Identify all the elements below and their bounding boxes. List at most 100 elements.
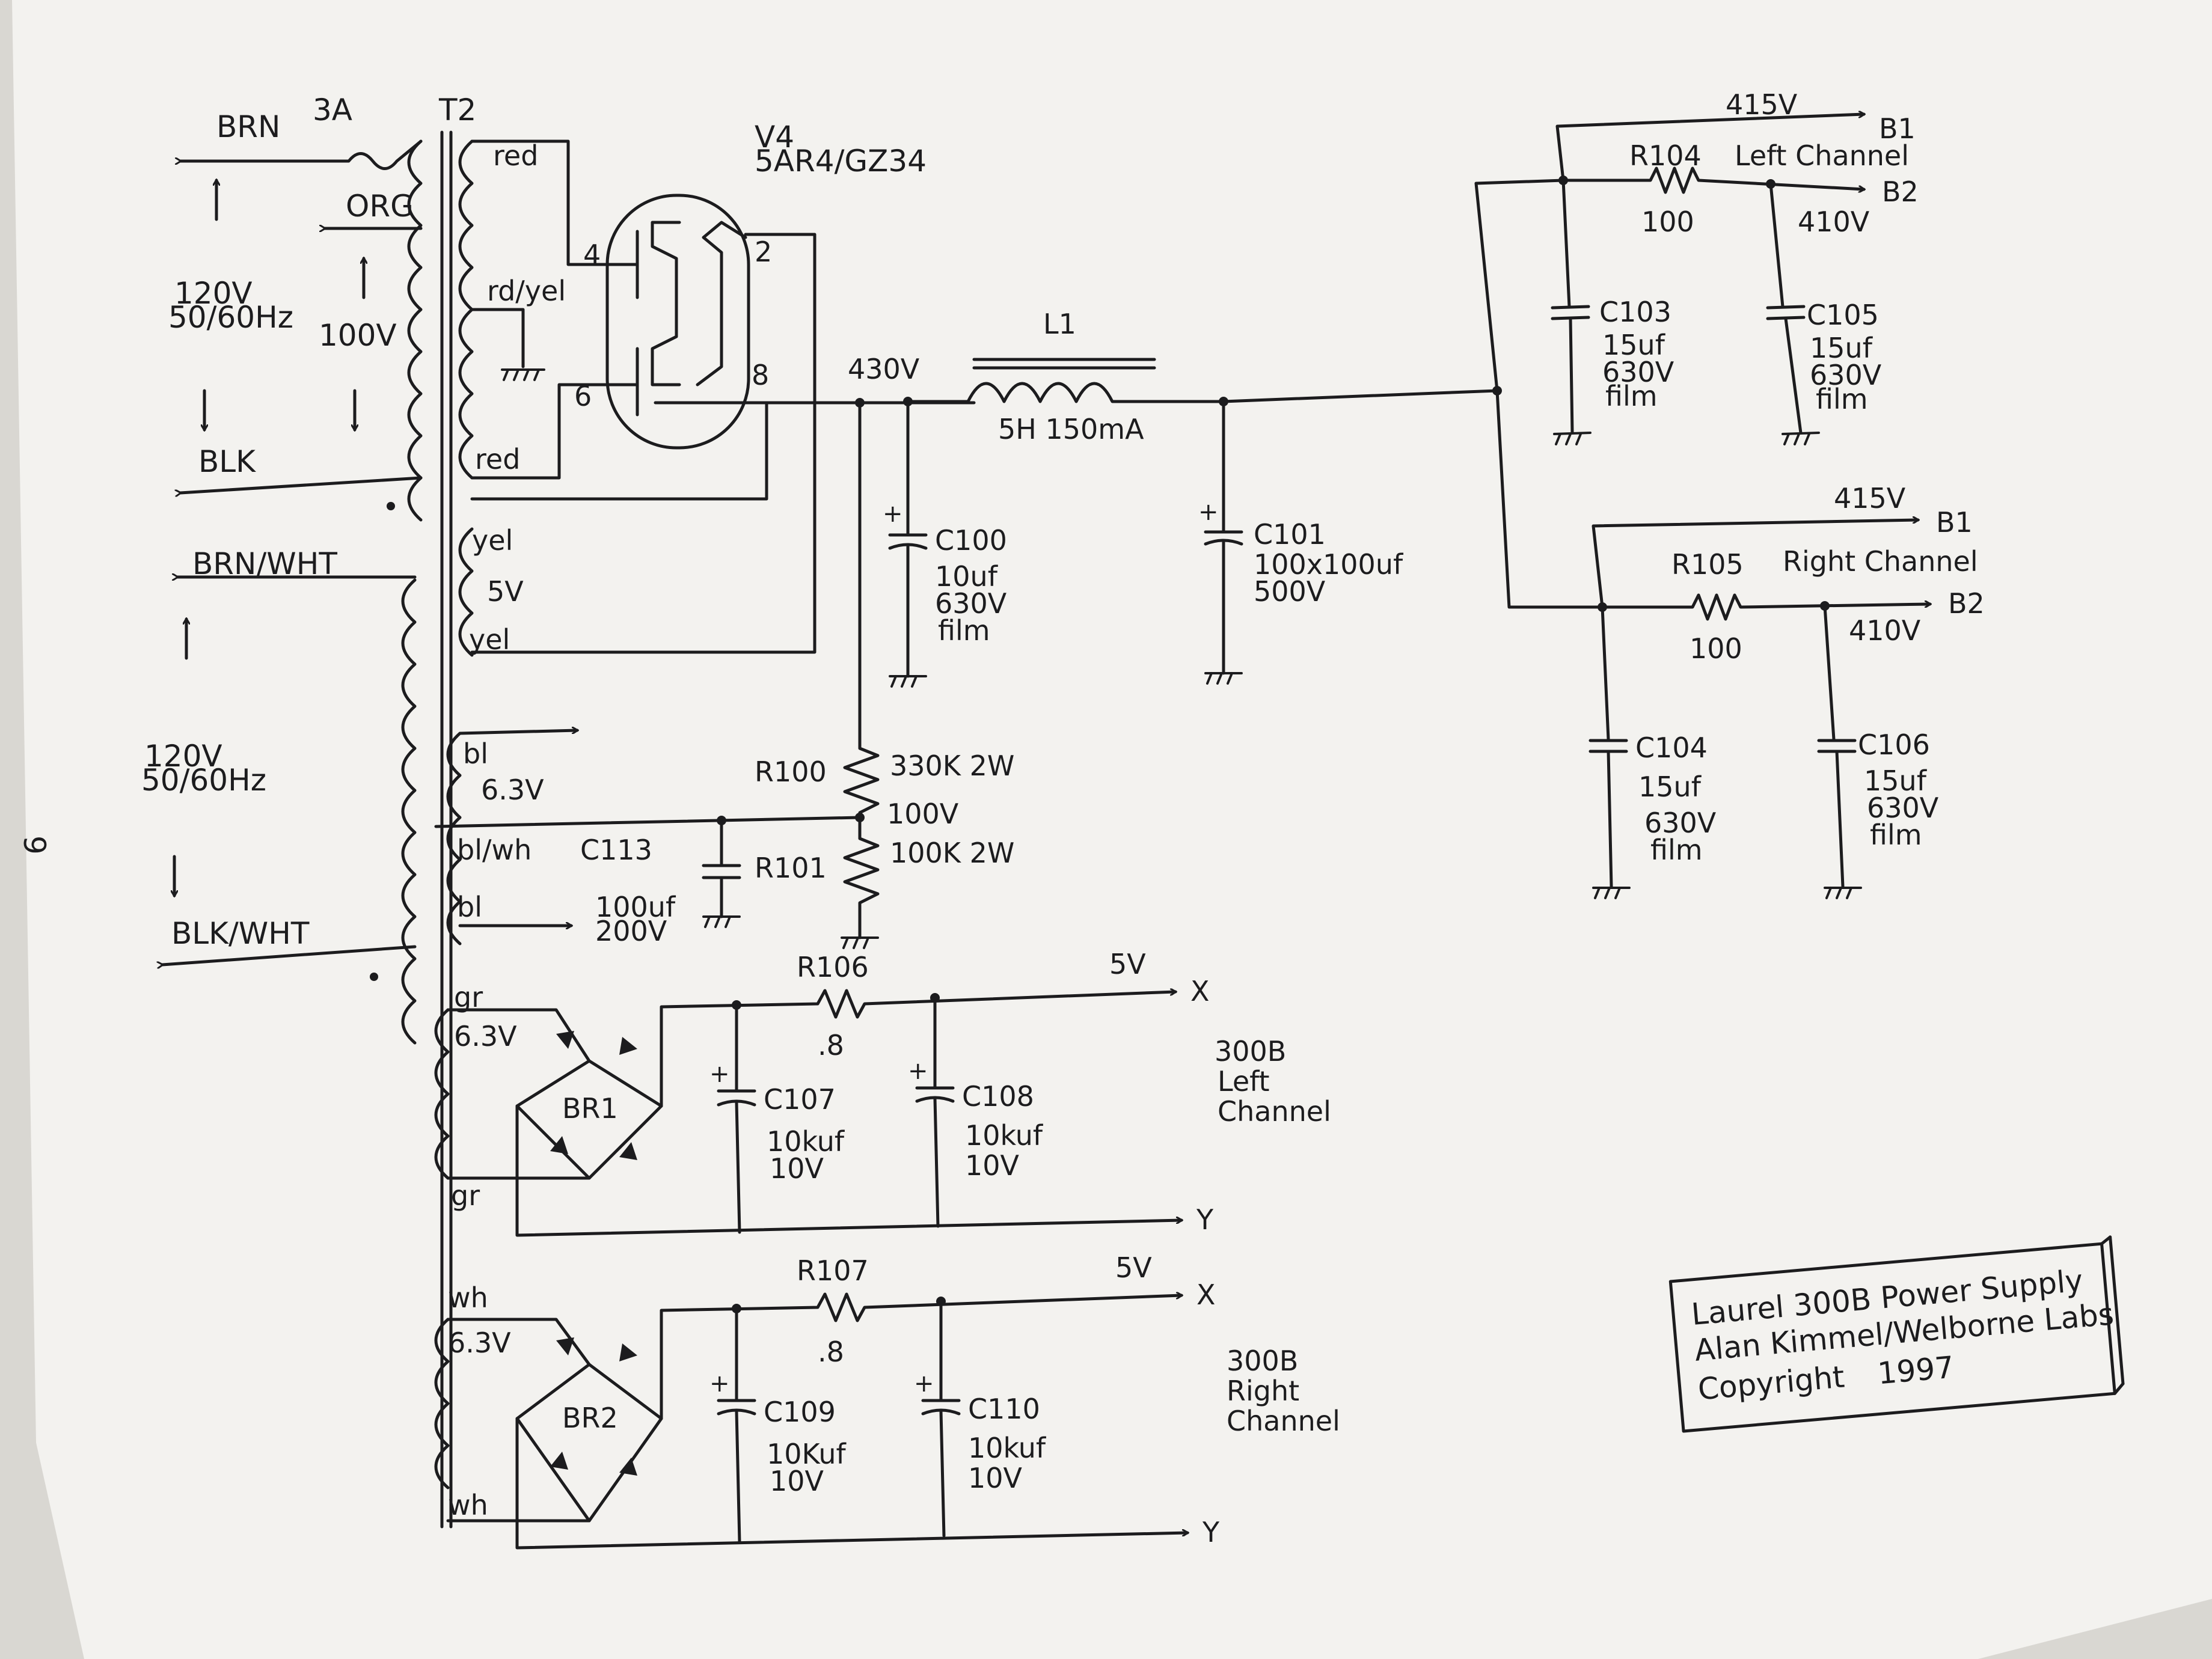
r107-value: .8 xyxy=(818,1336,844,1368)
c105-value: 15uf xyxy=(1810,332,1873,364)
bl2-label: bl xyxy=(457,891,482,923)
r105-ref: R105 xyxy=(1671,548,1744,581)
capacitor-c101: + xyxy=(1198,400,1243,685)
bridge-br2 xyxy=(515,1337,663,1523)
c100-voltage: 630V xyxy=(935,587,1007,620)
r101-ground xyxy=(841,936,879,949)
r107-ref: R107 xyxy=(797,1254,869,1287)
r101-wire xyxy=(843,816,880,939)
v63-a-label: 6.3V xyxy=(454,1020,517,1053)
r105-value: 100 xyxy=(1690,632,1742,665)
c108-value: 10kuf xyxy=(965,1119,1044,1152)
capacitor-c113 xyxy=(702,819,741,928)
bus-left-wire xyxy=(1474,179,1565,393)
center-tap-ground xyxy=(501,368,545,381)
r104-value: 100 xyxy=(1641,206,1694,238)
left-b1-voltage: 415V xyxy=(1726,88,1798,121)
rectifier-type: 5AR4/GZ34 xyxy=(755,144,927,179)
c113-voltage: 200V xyxy=(595,915,667,947)
right-fil-x: X xyxy=(1196,1279,1216,1311)
svg-text:+: + xyxy=(709,1060,730,1088)
right-300b-label: 300B xyxy=(1227,1345,1298,1377)
right-b2-label: B2 xyxy=(1948,587,1985,620)
input-voltage-2-label: 120V xyxy=(144,739,222,774)
pin8-label: 8 xyxy=(752,359,769,391)
c100-value: 10uf xyxy=(935,560,999,593)
right-channel-label: Right Channel xyxy=(1783,545,1978,578)
choke-l1 xyxy=(906,358,1228,403)
r106-value: .8 xyxy=(818,1029,844,1062)
brn-label: BRN xyxy=(216,109,280,144)
left-b2-voltage: 410V xyxy=(1798,206,1870,238)
c109-value: 10Kuf xyxy=(767,1438,847,1470)
r101-ref: R101 xyxy=(755,852,827,884)
c110-voltage: 10V xyxy=(968,1462,1023,1494)
left-300b-channel-1: Left xyxy=(1218,1065,1270,1098)
gr1-wire xyxy=(446,1008,591,1063)
svg-text:+: + xyxy=(883,500,903,528)
capacitor-c100: + xyxy=(883,401,928,688)
primary-winding-1 xyxy=(407,139,423,522)
bl-wh-label: bl/wh xyxy=(457,834,532,866)
filament-winding-right xyxy=(434,1318,450,1489)
blk-wht-label: BLK/WHT xyxy=(171,916,310,951)
right-300b-channel-1: Right xyxy=(1227,1375,1299,1407)
c106-voltage: 630V xyxy=(1867,792,1939,824)
rd-yel-label: rd/yel xyxy=(487,275,566,307)
heater-wire-pin2 xyxy=(470,233,816,654)
bias-winding xyxy=(446,732,462,946)
capacitor-c103 xyxy=(1551,179,1592,445)
bias-wire xyxy=(434,816,862,828)
right-fil-voltage: 5V xyxy=(1115,1251,1152,1284)
blk-label: BLK xyxy=(198,444,256,479)
br1-plus-wire xyxy=(660,991,1175,1108)
right-b1-wire xyxy=(1592,520,1918,609)
c101-voltage: 500V xyxy=(1254,575,1326,608)
resistor-r105 xyxy=(1601,593,1930,621)
c101-value: 100x100uf xyxy=(1254,548,1404,581)
b-plus-bus xyxy=(1222,389,1499,403)
yel2-label: yel xyxy=(469,623,510,656)
c110-ref: C110 xyxy=(968,1393,1040,1425)
left-channel-label: Left Channel xyxy=(1735,139,1909,172)
c106-ref: C106 xyxy=(1858,729,1930,761)
input-voltage-label: 120V xyxy=(174,276,253,311)
filament-winding-left xyxy=(434,1008,450,1180)
right-fil-y: Y xyxy=(1202,1516,1220,1548)
c113-ref: C113 xyxy=(580,834,652,866)
r101-value: 100K 2W xyxy=(890,837,1014,869)
c105-ref: C105 xyxy=(1807,299,1879,331)
bias-node-voltage: 100V xyxy=(887,798,959,830)
blk-wht-wire xyxy=(162,945,417,965)
capacitor-c108: + xyxy=(908,996,955,1228)
r106-ref: R106 xyxy=(797,951,869,983)
r100-ref: R100 xyxy=(755,756,827,788)
l1-ref: L1 xyxy=(1043,308,1076,340)
capacitor-c109: + xyxy=(709,1307,756,1544)
svg-text:+: + xyxy=(914,1370,934,1398)
gr2-label: gr xyxy=(451,1179,480,1212)
svg-text:+: + xyxy=(1198,498,1219,526)
left-fil-voltage: 5V xyxy=(1109,948,1146,980)
v63-label: 6.3V xyxy=(481,774,544,806)
left-300b-label: 300B xyxy=(1215,1035,1286,1068)
junction-430v xyxy=(855,398,865,408)
input-freq-2-label: 50/60Hz xyxy=(141,763,266,798)
wh1-label: wh xyxy=(448,1282,488,1314)
wh1-wire xyxy=(446,1318,591,1366)
right-b1-voltage: 415V xyxy=(1834,482,1906,515)
c109-voltage: 10V xyxy=(770,1465,824,1497)
hv-red2-wire xyxy=(470,383,639,480)
hv-red-wire xyxy=(470,139,639,266)
c107-ref: C107 xyxy=(764,1083,836,1116)
br2-minus-wire xyxy=(515,1417,1187,1550)
org-label: ORG xyxy=(346,189,414,224)
blk-wire xyxy=(180,476,423,493)
c106-type: film xyxy=(1870,819,1922,851)
pin2-label: 2 xyxy=(755,236,772,268)
c100-ref: C100 xyxy=(935,524,1007,557)
c100-type: film xyxy=(938,614,990,647)
c108-ref: C108 xyxy=(962,1080,1034,1113)
bl1-label: bl xyxy=(463,738,488,770)
